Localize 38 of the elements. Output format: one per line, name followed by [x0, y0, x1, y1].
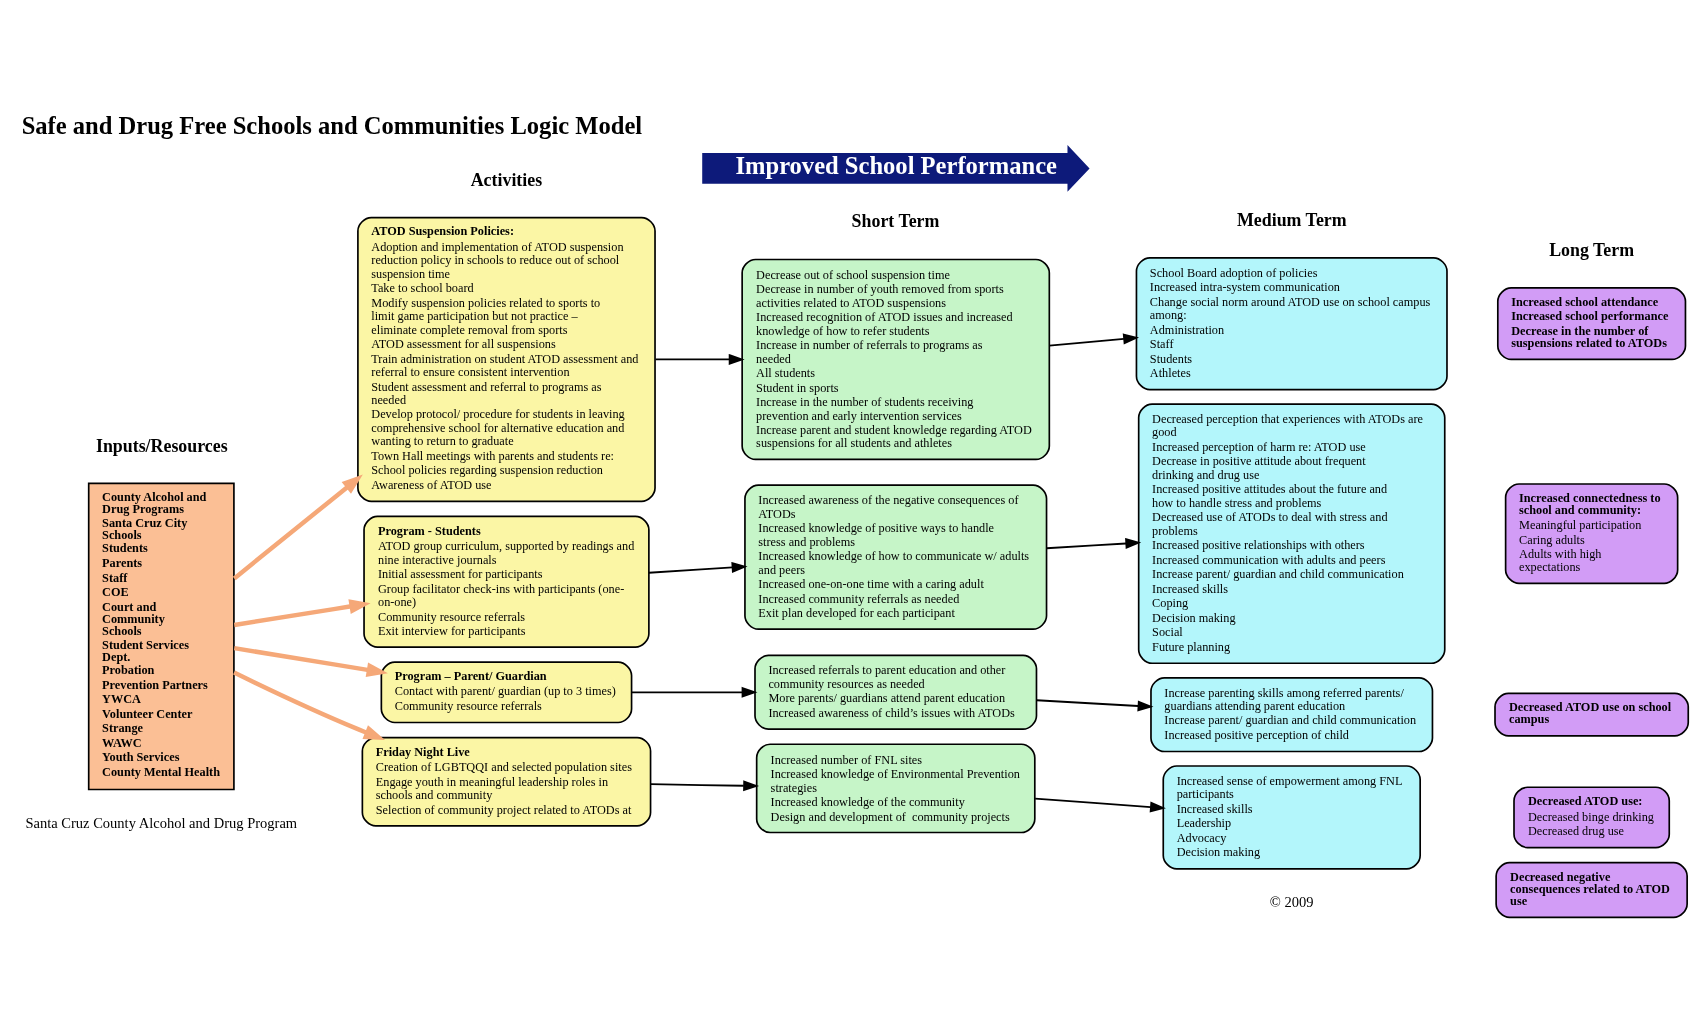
- diagram-title: Safe and Drug Free Schools and Communities Logic Model: [21, 112, 643, 140]
- arrow: [233, 670, 386, 741]
- node-box: County Alcohol and Drug Programs Santa Cruz City Schools Students Parents Staff COE Court and Community Schools Student Services Dept. Probation Prevention Partners YWCA Volunteer Center Strange WAWC Youth Services County Mental Health: [87, 482, 235, 791]
- node-box: Increased connectedness to school and community: Meaningful participation Caring adults Adults with high expectations: [1504, 483, 1679, 585]
- node-box: Increase parenting skills among referred parents/ guardians attending parent education Increase parent/ guardian and child communication Increased positive perception of child: [1150, 676, 1434, 753]
- node-box: Increased awareness of the negative consequences of ATODs Increased knowledge of positive ways to handle stress and problems Increased knowledge of how to communicate w/ adults and peers Increased one-on-one time with a caring adult Increased community referrals as needed Exit plan developed for each participant: [744, 484, 1048, 631]
- node-box: Program - Students ATOD group curriculum, supported by readings and nine interactive journals Initial assessment for participants Group facilitator check-ins with participants (one-on-one) Community resource referrals Exit interview for participants: [363, 515, 650, 648]
- node-box: Increased sense of empowerment among FNL participants Increased skills Leadership Advocacy Decision making: [1162, 765, 1421, 870]
- arrow: [1045, 538, 1142, 550]
- label: Inputs/Resources: [95, 435, 228, 456]
- arrow: [232, 474, 363, 581]
- label: © 2009: [1269, 894, 1314, 911]
- node-box: Decrease out of school suspension time Decrease in number of youth removed from sports activities related to ATOD suspensions Increased recognition of ATOD issues and increased knowledge of how to refer students Increase in number of referrals to programs as needed All students Student in sports Increase in the number of students receiving prevention and early intervention services Increase parent and student knowledge regarding ATOD suspensions for all students and athletes: [741, 258, 1051, 461]
- node-box: Decreased perception that experiences with ATODs are good Increased perception of harm re: ATOD use Decrease in positive attitude about frequent drinking and drug use Increased positive attitudes about the future and how to handle stress and problems Decreased use of ATODs to deal with stress and problems Increased positive relationships with others Increased communication with adults and peers Increase parent/ guardian and child communication Increased skills Coping Decision making Social Future planning: [1137, 403, 1446, 665]
- node-box: Friday Night Live Creation of LGBTQQI and selected population sites Engage youth in meaningful leadership roles in schools and community Selection of community project related to ATODs at: [361, 736, 652, 827]
- arrow: [1034, 797, 1166, 813]
- node-box: Decreased negative consequences related to ATOD use: [1495, 861, 1688, 919]
- arrow: [233, 645, 388, 678]
- node-box: ATOD Suspension Policies: Adoption and implementation of ATOD suspension reduction policy in schools to reduce out of school suspension time Take to school board Modify suspension policies related to sports to limit game participation but not practice – eliminate complete removal from sports ATOD assessment for all suspensions Train administration on student ATOD assessment and referral to ensure consistent intervention Student assessment and referral to programs as needed Develop protocol/ procedure for students in leaving comprehensive school for alternative education and wanting to return to graduate Town Hall meetings with parents and students re: School policies regarding suspension reduction Awareness of ATOD use: [357, 216, 656, 503]
- arrow: [630, 686, 758, 698]
- node-box: Increased school attendance Increased school performance Decrease in the number of suspensions related to ATODs: [1496, 287, 1687, 361]
- arrow: [654, 353, 745, 365]
- label: Long Term: [1549, 240, 1635, 261]
- label: Short Term: [851, 211, 940, 232]
- node-box: Increased number of FNL sites Increased knowledge of Environmental Prevention strategies Increased knowledge of the community Design and development of community projects: [755, 743, 1036, 834]
- arrow: [233, 599, 371, 628]
- node-box: Decreased ATOD use: Decreased binge drinking Decreased drug use: [1513, 786, 1671, 849]
- label: Santa Cruz County Alcohol and Drug Program: [25, 814, 298, 831]
- node-box: School Board adoption of policies Increased intra-system communication Change social norm around ATOD use on school campus among: Administration Staff Students Athletes: [1135, 256, 1448, 391]
- arrow: [1048, 333, 1140, 347]
- arrow: [1035, 699, 1154, 712]
- node-box: Increased referrals to parent education and other community resources as needed More parents/ guardians attend parent education Increased awareness of child’s issues with ATODs: [754, 654, 1038, 730]
- node-box: Program – Parent/ Guardian Contact with parent/ guardian (up to 3 times) Community resource referrals: [380, 661, 633, 724]
- label: Activities: [470, 170, 543, 191]
- label: Medium Term: [1236, 210, 1347, 231]
- node-box: Decreased ATOD use on school campus: [1494, 692, 1690, 737]
- arrow: [648, 561, 748, 574]
- arrow: [649, 780, 760, 792]
